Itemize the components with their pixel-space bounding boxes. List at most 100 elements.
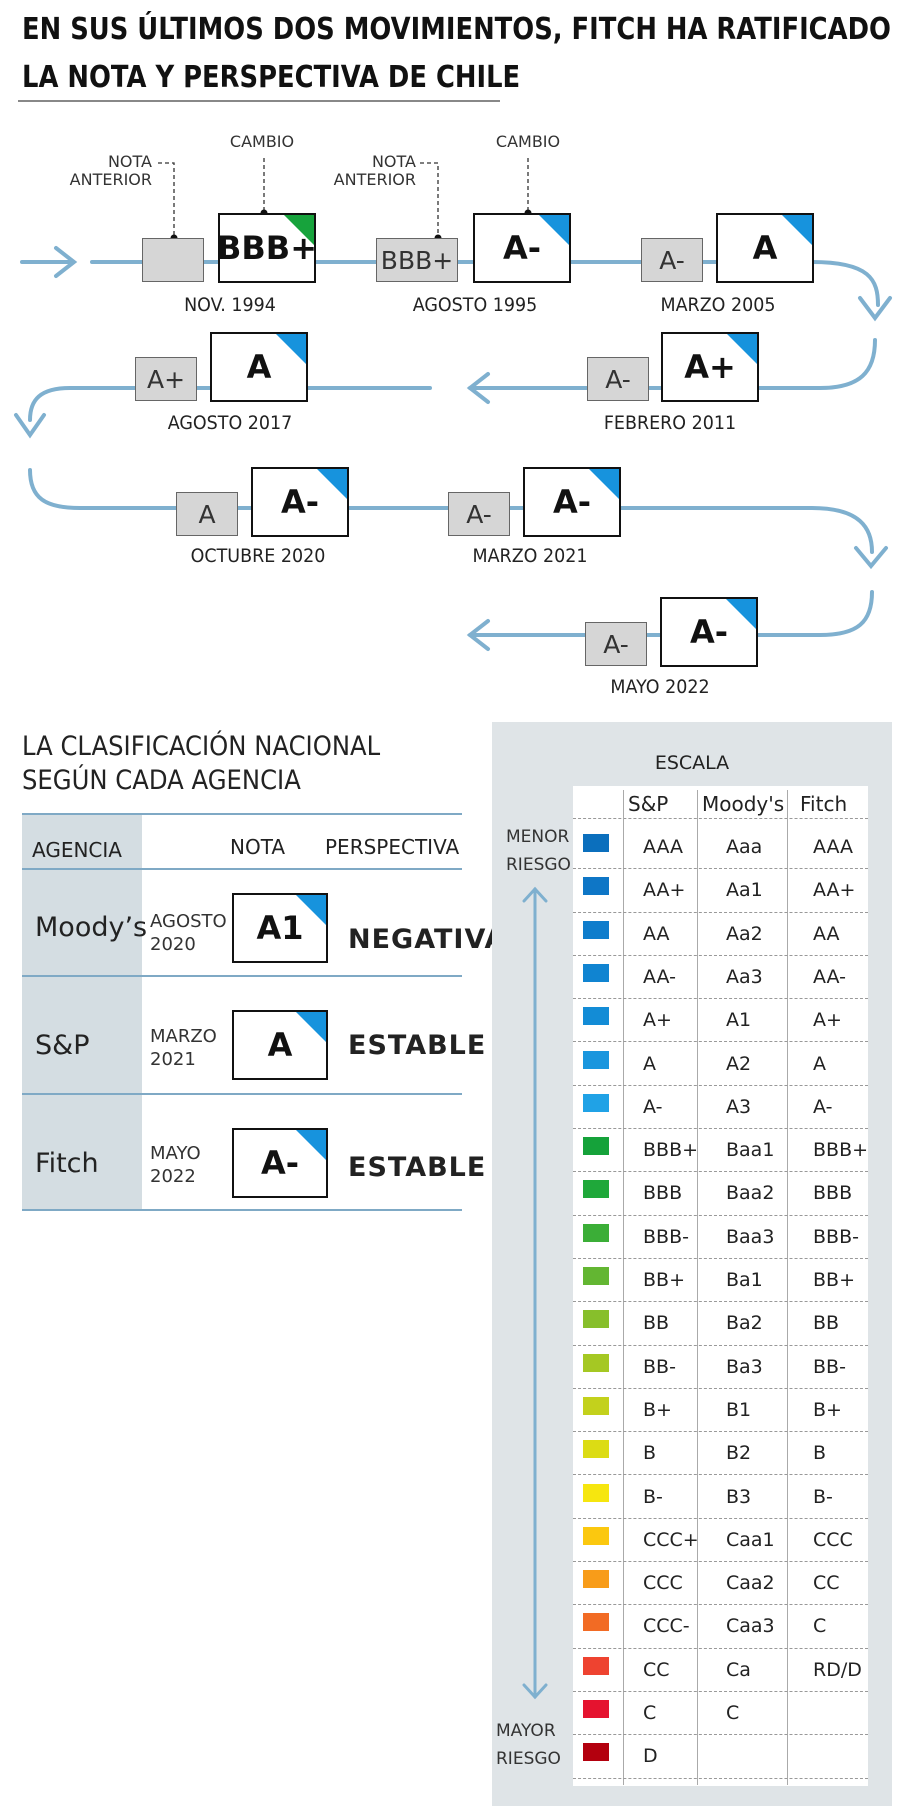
previous-rating-box [142,238,204,282]
scale-row-rule [573,911,868,913]
header-outlook: PERSPECTIVA [325,835,460,859]
scale-sp-rating: C [643,1702,657,1724]
scale-moodys-rating: Ba2 [726,1312,763,1335]
scale-fitch-rating: A+ [813,1009,842,1032]
agency-date: AGOSTO 2020 [150,911,227,955]
scale-row: D [573,1735,868,1779]
event-date: AGOSTO 1995 [412,294,538,316]
scale-color-swatch [583,1223,609,1242]
rating-corner-marker [727,334,757,364]
previous-rating-box: A [176,492,238,536]
timeline-path [14,158,892,651]
scale-fitch-rating: B [813,1442,827,1465]
scale-color-swatch [583,1093,609,1112]
scale-moodys-rating: B1 [726,1398,752,1421]
title-divider [18,100,500,102]
row2-path-right [468,338,877,390]
annotation-cambio-2: CAMBIO [495,132,561,151]
agency-column-background [22,815,142,1210]
agency-table-rule [22,1209,462,1211]
scale-fitch-rating: BB- [813,1355,846,1378]
scale-fitch-rating: BBB- [813,1225,859,1248]
scale-row-rule [573,1084,868,1086]
previous-rating-box: A+ [135,357,197,401]
scale-fitch-rating: AA+ [813,879,856,902]
event-date: MAYO 2022 [610,676,710,698]
scale-color-swatch [583,1396,609,1415]
scale-sp-rating: CC [643,1658,670,1681]
row1-arrow-head [858,296,892,322]
header-agency: AGENCIA [32,838,122,862]
scale-sp-rating: CCC [643,1572,683,1595]
new-rating-box: A+ [661,332,759,402]
annotation-nota-anterior-2: NOTA ANTERIOR [333,152,416,189]
new-rating-box: A [210,332,308,402]
agency-rating-box: A1 [232,893,328,963]
scale-row-rule [573,954,868,956]
scale-sp-rating: AA [643,922,670,945]
scale-row-rule [573,1647,868,1649]
scale-moodys-rating: Caa1 [726,1528,775,1551]
rating-corner-marker [296,1130,326,1160]
scale-row-rule [573,1561,868,1563]
scale-row-rule [573,1214,868,1216]
scale-row-rule [573,1734,868,1736]
scale-color-swatch [583,1050,609,1069]
scale-fitch-rating: A [813,1052,826,1075]
scale-fitch-rating: A- [813,1095,833,1118]
agency-table-rule [22,868,462,870]
row3-arrow-head [854,546,888,570]
rating-corner-marker [276,334,306,364]
scale-row-rule [573,1431,868,1433]
agency-outlook: ESTABLE [348,1030,487,1061]
scale-color-swatch [583,1310,609,1329]
scale-sp-rating: B+ [643,1398,672,1421]
scale-color-swatch [583,877,609,896]
new-rating-box: A- [251,467,349,537]
new-rating-box: A [716,213,814,283]
scale-color-swatch [583,963,609,982]
agency-name: Moody’s [35,912,148,943]
rating-corner-marker [317,469,347,499]
row1-path [90,260,880,307]
scale-row-rule [573,1171,868,1173]
row2-arrow-head-left [14,413,46,439]
scale-column-divider [623,790,624,1785]
previous-rating-box: A- [585,622,647,666]
scale-row-rule [573,1517,868,1519]
rating-corner-marker [296,1012,326,1042]
agency-outlook: NEGATIVA [348,924,507,955]
scale-row-rule [573,1301,868,1303]
scale-moodys-rating: Ba1 [726,1269,763,1291]
scale-sp-rating: BBB [643,1182,683,1205]
scale-color-swatch [583,1570,609,1589]
previous-rating-box: A- [448,492,510,536]
scale-fitch-rating: B+ [813,1398,842,1421]
scale-row: B B2 B [573,1432,868,1476]
scale-moodys-rating: Aaa [726,836,763,858]
scale-fitch-rating: CCC [813,1528,853,1551]
high-risk-label: MAYOR RIESGO [496,1721,561,1769]
scale-color-swatch [583,1613,609,1632]
scale-moodys-rating: B2 [726,1442,752,1465]
scale-sp-rating: AA+ [643,879,686,902]
scale-color-swatch [583,1656,609,1675]
rating-corner-marker [284,215,314,245]
previous-rating-box: A- [641,238,703,282]
new-rating-box: A- [473,213,571,283]
agency-rating-box: A [232,1010,328,1080]
rating-corner-marker [726,599,756,629]
scale-sp-rating: B [643,1442,657,1465]
scale-title: ESCALA [654,752,730,774]
new-rating-box: A- [523,467,621,537]
rating-corner-marker [782,215,812,245]
new-rating-box: BBB+ [217,213,317,283]
agency-date: MARZO 2021 [150,1026,217,1070]
